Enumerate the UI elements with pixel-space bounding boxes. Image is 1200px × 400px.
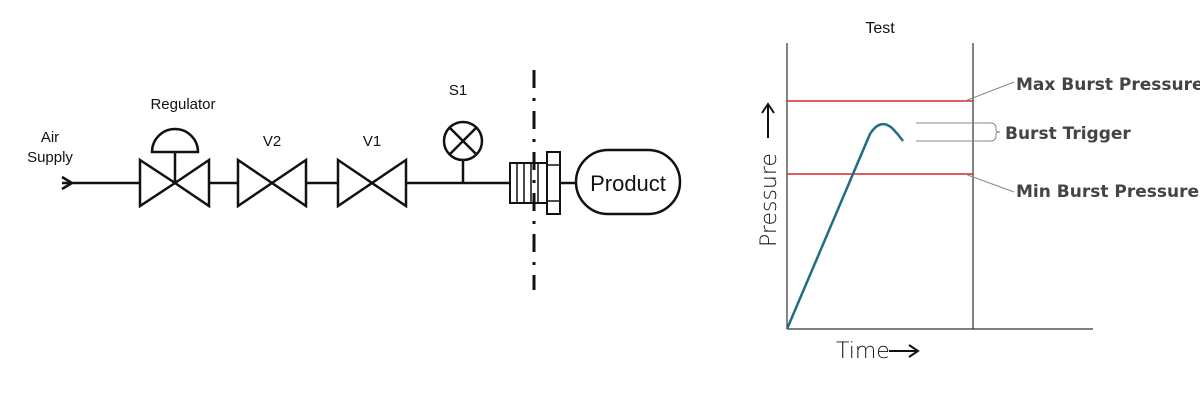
regulator-label: Regulator <box>150 96 215 113</box>
burst-trigger-label: Burst Trigger <box>1005 124 1131 144</box>
chart-title: Test <box>865 20 895 37</box>
y-axis-label: Pressure <box>757 153 782 247</box>
burst-trigger-bracket-icon <box>916 122 1001 142</box>
burst-test-chart: Test Pressure Time Max Burst Pressure Bu… <box>757 20 1200 364</box>
valve-v2-icon <box>236 157 308 209</box>
sensor-s1-icon <box>442 120 484 183</box>
test-fixture-connector-icon <box>509 151 576 215</box>
x-axis-label: Time <box>836 339 890 364</box>
valve-v1-label: V1 <box>363 133 381 150</box>
max-burst-leader <box>964 81 1015 102</box>
air-supply-label-line1: Air <box>41 129 59 146</box>
max-burst-pressure-label: Max Burst Pressure <box>1016 75 1200 95</box>
regulator-valve-icon <box>138 127 211 209</box>
product-label: Product <box>590 171 666 196</box>
product-vessel <box>574 148 682 216</box>
min-burst-pressure-label: Min Burst Pressure <box>1016 182 1199 202</box>
pneumatic-schematic: Air Supply Regulator V2 V1 <box>27 70 682 290</box>
valve-v1-icon <box>336 157 408 209</box>
min-burst-leader <box>964 173 1015 193</box>
sensor-s1-label: S1 <box>449 82 467 99</box>
air-supply-label-line2: Supply <box>27 149 73 166</box>
pressure-curve <box>785 122 905 330</box>
valve-v2-label: V2 <box>263 133 281 150</box>
